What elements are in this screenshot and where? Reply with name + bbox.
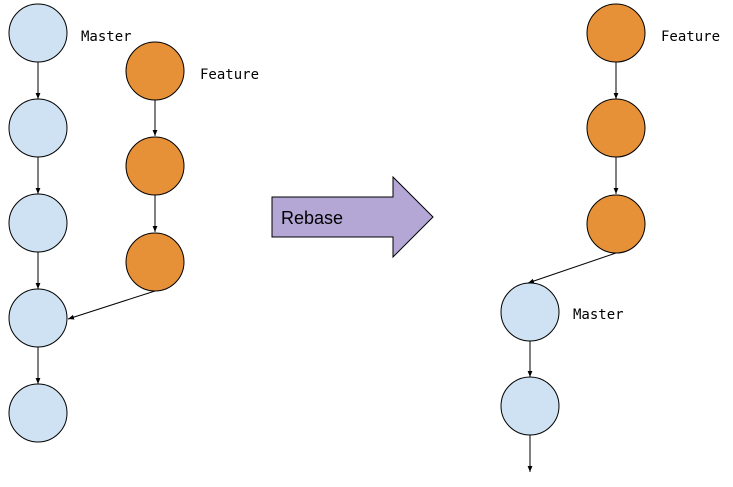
edge-feature-to-master	[67, 290, 156, 320]
after-master-label: Master	[573, 307, 624, 323]
master-commit-5	[8, 383, 68, 443]
master-commit-4	[8, 288, 68, 348]
feature-commit-1	[125, 41, 185, 101]
after-master-commit-1	[500, 282, 560, 342]
after-feature-label: Feature	[661, 29, 720, 45]
feature-label: Feature	[200, 67, 259, 83]
after-feature-commit-3	[586, 194, 646, 254]
after-master-commit-2	[500, 376, 560, 436]
edge-after-feature-to-master	[527, 252, 617, 284]
feature-commit-3	[125, 232, 185, 292]
rebase-label: Rebase	[281, 208, 343, 228]
after-feature-commit-1	[586, 3, 646, 63]
feature-commit-2	[125, 136, 185, 196]
master-commit-3	[8, 193, 68, 253]
rebase-arrow-shape	[271, 175, 434, 259]
rebase-arrow: Rebase	[271, 175, 434, 259]
master-label: Master	[81, 29, 132, 45]
master-commit-2	[8, 98, 68, 158]
after-feature-commit-2	[586, 98, 646, 158]
master-commit-1	[8, 3, 68, 63]
after-graph: Feature Master	[500, 3, 720, 472]
before-graph: Master Feature	[8, 3, 259, 443]
